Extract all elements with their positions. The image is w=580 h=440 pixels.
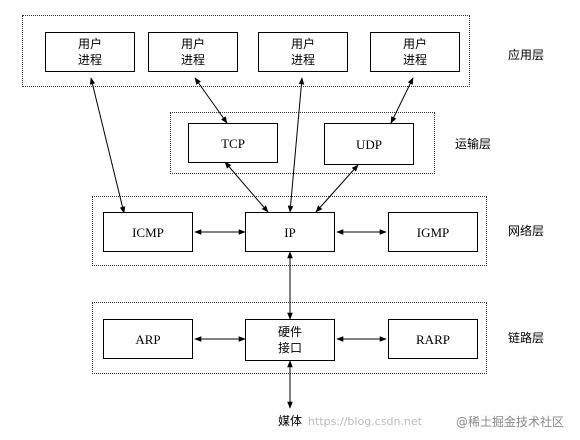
hardware-interface-box: 硬件 接口 bbox=[245, 319, 335, 361]
hardware-interface-label: 硬件 接口 bbox=[277, 325, 302, 355]
rarp-box: RARP bbox=[388, 319, 478, 359]
user-process-label: 用户 进程 bbox=[290, 37, 315, 67]
user-process-box-2: 用户 进程 bbox=[148, 32, 238, 72]
link-layer-label: 链路层 bbox=[508, 331, 545, 345]
transport-layer-label: 运输层 bbox=[455, 137, 492, 151]
network-layer-label: 网络层 bbox=[508, 224, 545, 238]
user-process-label: 用户 进程 bbox=[402, 37, 427, 67]
user-process-box-1: 用户 进程 bbox=[45, 32, 135, 72]
ip-label: IP bbox=[284, 224, 296, 240]
ip-box: IP bbox=[245, 212, 335, 252]
arrow-tcp-ip bbox=[224, 161, 269, 213]
watermark-community: @稀土掘金技术社区 bbox=[456, 415, 565, 429]
user-process-box-4: 用户 进程 bbox=[370, 32, 460, 72]
tcp-label: TCP bbox=[221, 135, 245, 151]
media-label: 媒体 bbox=[278, 414, 303, 428]
udp-label: UDP bbox=[355, 136, 382, 152]
igmp-label: IGMP bbox=[416, 224, 450, 240]
watermark-url: https://blog.csdn.net bbox=[308, 415, 422, 428]
application-layer-frame bbox=[22, 15, 470, 87]
user-process-label: 用户 进程 bbox=[77, 37, 102, 67]
application-layer-label: 应用层 bbox=[508, 48, 545, 62]
tcp-box: TCP bbox=[188, 123, 278, 163]
arp-box: ARP bbox=[103, 319, 193, 359]
icmp-box: ICMP bbox=[103, 212, 193, 252]
udp-box: UDP bbox=[324, 123, 414, 165]
arrow-process1-icmp bbox=[89, 77, 126, 214]
igmp-box: IGMP bbox=[388, 212, 478, 252]
arp-label: ARP bbox=[135, 331, 161, 347]
arrow-process4-udp bbox=[390, 77, 414, 124]
rarp-label: RARP bbox=[416, 331, 450, 347]
user-process-box-3: 用户 进程 bbox=[258, 32, 348, 72]
user-process-label: 用户 进程 bbox=[180, 37, 205, 67]
arrow-process2-tcp bbox=[194, 77, 228, 124]
arrow-udp-ip bbox=[315, 164, 359, 213]
icmp-label: ICMP bbox=[132, 224, 164, 240]
arrow-process3-ip bbox=[287, 77, 305, 213]
